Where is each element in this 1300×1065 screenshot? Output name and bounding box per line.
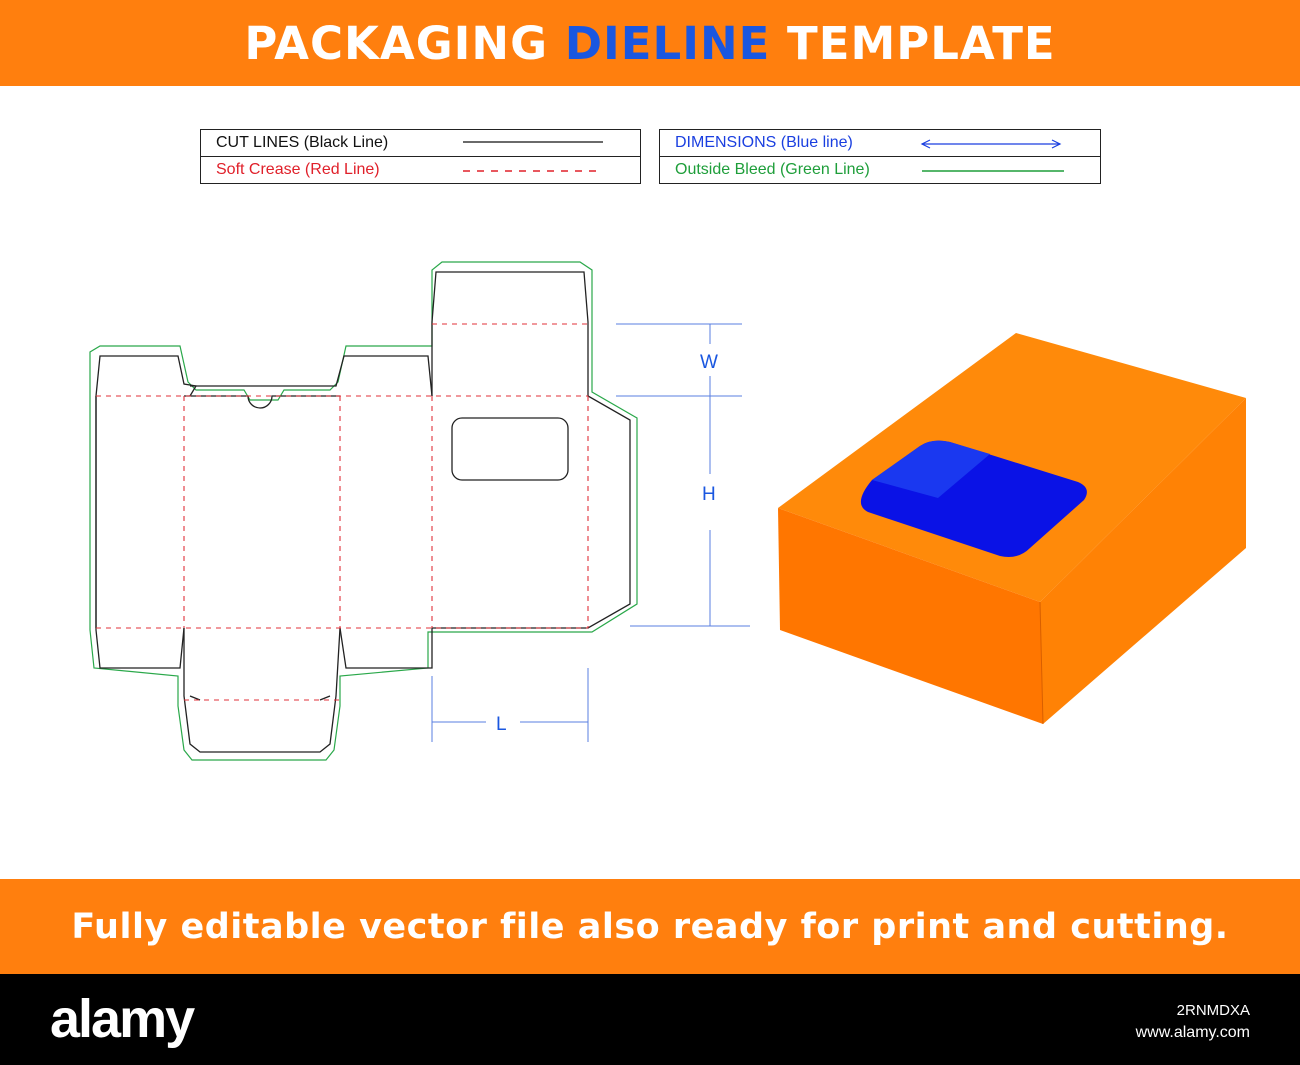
title-part2: TEMPLATE xyxy=(787,16,1056,70)
dimension-lines xyxy=(431,323,750,742)
site-url: www.alamy.com xyxy=(1135,1024,1250,1041)
cut-line-sample xyxy=(463,141,603,143)
title-accent: DIELINE xyxy=(564,16,771,70)
crease-lines xyxy=(96,323,589,701)
box-3d-mockup xyxy=(778,333,1246,725)
cut-lines xyxy=(95,271,631,753)
box-front-face xyxy=(778,508,1043,724)
footer-banner: Fully editable vector file also ready fo… xyxy=(0,879,1300,974)
bleed-outline xyxy=(89,261,638,761)
legend-cut-label: CUT LINES (Black Line) xyxy=(216,134,389,151)
alamy-logo: alamy xyxy=(50,989,195,1049)
legend-crease-label: Soft Crease (Red Line) xyxy=(216,161,380,178)
bleed-line-sample xyxy=(922,170,1064,172)
box-side-face xyxy=(1040,398,1246,724)
title-banner: PACKAGING DIELINE TEMPLATE xyxy=(0,0,1300,86)
legend-bleed-label: Outside Bleed (Green Line) xyxy=(675,161,870,178)
dimension-arrow-sample xyxy=(920,139,1062,149)
dimension-l-label: L xyxy=(496,714,507,735)
dieline-illustration: W H L xyxy=(89,261,1246,761)
title-part1: PACKAGING xyxy=(244,16,549,70)
legend-row-bleed: Outside Bleed (Green Line) xyxy=(660,156,1100,183)
legend-row-dimension: DIMENSIONS (Blue line) xyxy=(660,130,1100,156)
crease-line-sample xyxy=(463,170,603,172)
legend-row-cut: CUT LINES (Black Line) xyxy=(201,130,640,156)
legend-right: DIMENSIONS (Blue line) Outside Bleed (Gr… xyxy=(659,129,1101,184)
legend-left: CUT LINES (Black Line) Soft Crease (Red … xyxy=(200,129,641,184)
dimension-w-label: W xyxy=(700,352,718,373)
image-id: 2RNMDXA xyxy=(1176,1002,1250,1019)
footer-banner-text: Fully editable vector file also ready fo… xyxy=(71,906,1229,947)
watermark-bar: alamy 2RNMDXA www.alamy.com xyxy=(0,974,1300,1065)
legend-dimension-label: DIMENSIONS (Blue line) xyxy=(675,134,853,151)
legend-row-crease: Soft Crease (Red Line) xyxy=(201,156,640,183)
page-title: PACKAGING DIELINE TEMPLATE xyxy=(244,17,1055,70)
dimension-h-label: H xyxy=(702,484,716,505)
